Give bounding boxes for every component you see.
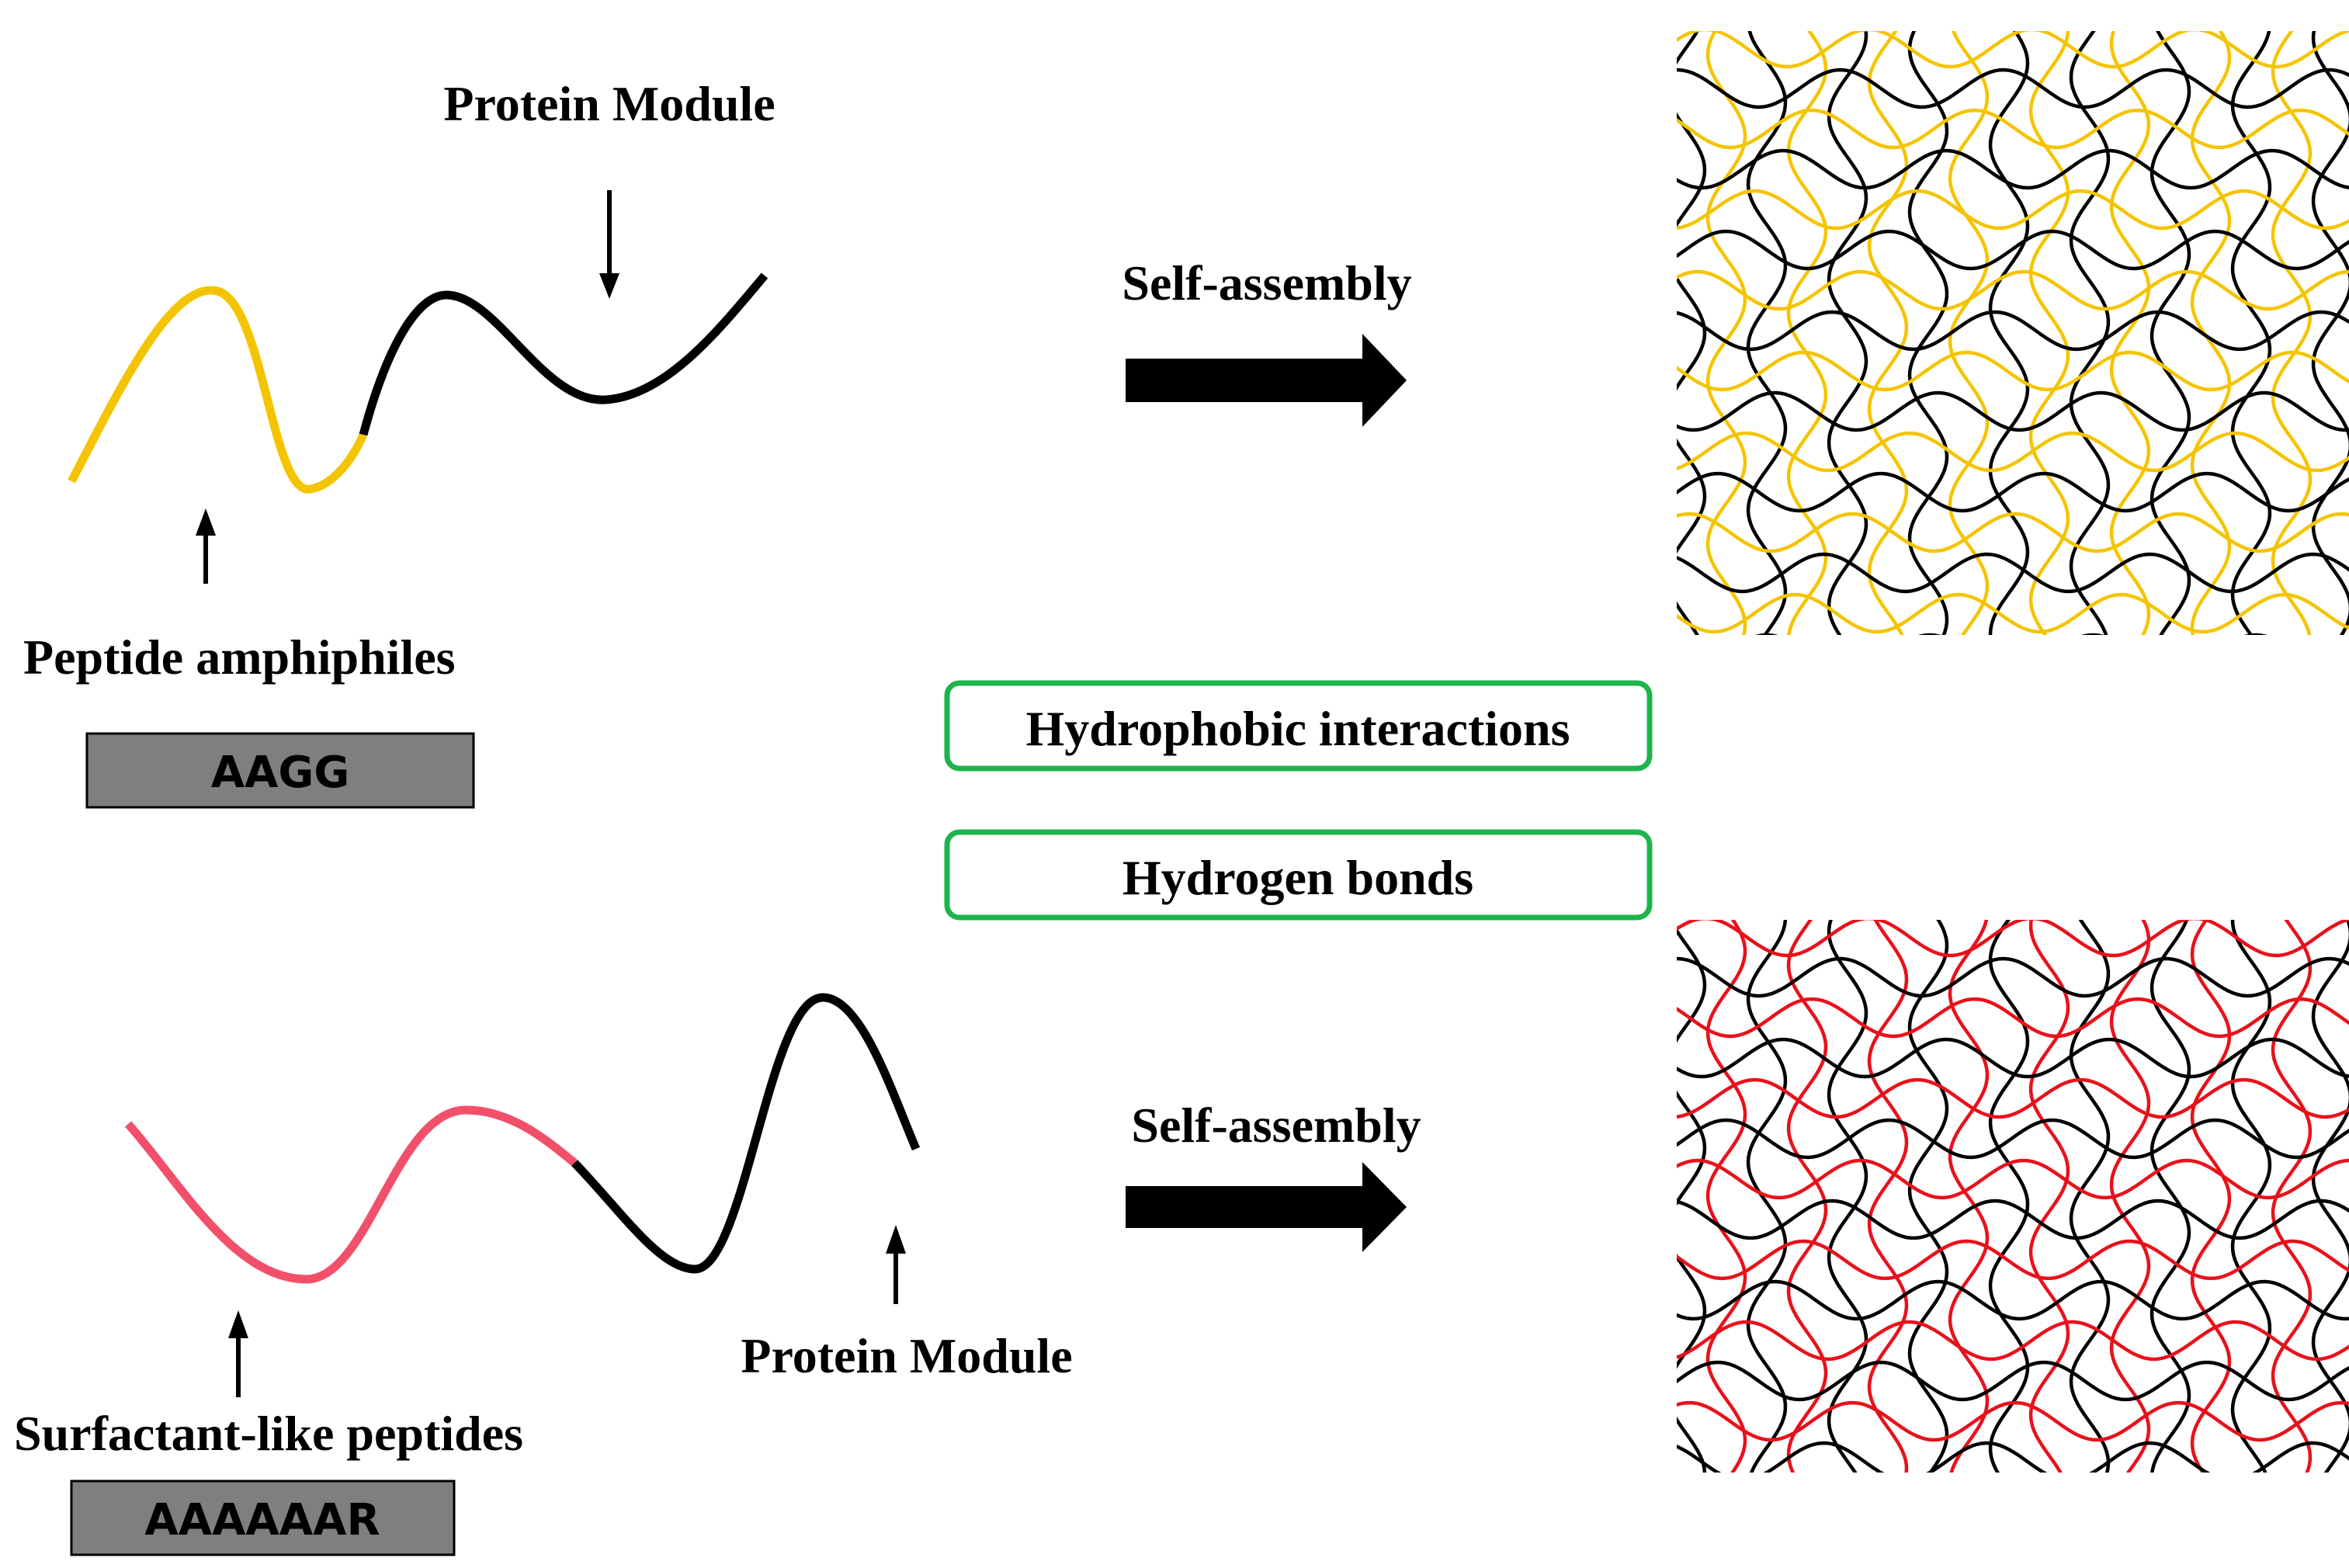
bottom-network-vertical-strand xyxy=(2109,920,2151,1473)
top-network-vertical-strand xyxy=(2230,31,2272,635)
bottom-assembly-arrow xyxy=(1126,1162,1407,1252)
bottom-module-segment xyxy=(571,993,921,1274)
hydrogen-bonds-text: Hydrogen bonds xyxy=(1122,850,1473,905)
bottom-network-vertical-strand xyxy=(2230,920,2272,1473)
bottom-network-horizontal-strand xyxy=(1646,878,2349,915)
top-strand xyxy=(68,272,769,494)
top-network-vertical-strand xyxy=(2311,31,2349,635)
top-network-horizontal-strand xyxy=(1677,148,2349,190)
top-network-horizontal-strand xyxy=(1677,552,2349,594)
top-peptide-label: Peptide amphiphiles xyxy=(23,630,456,685)
bottom-module-label: Protein Module xyxy=(741,1328,1072,1383)
top-network-vertical-strand xyxy=(1705,31,1747,635)
top-network-vertical-strand xyxy=(1867,31,1909,635)
bottom-sequence-box xyxy=(70,1480,456,1556)
bottom-network-vertical-strand xyxy=(1627,897,1664,1493)
bottom-network-horizontal-strand xyxy=(1677,1158,2349,1200)
bottom-network-vertical-strand xyxy=(2190,920,2232,1473)
top-hydrogel-network xyxy=(1627,0,2349,655)
top-network-horizontal-strand xyxy=(1677,229,2349,271)
top-network-vertical-strand xyxy=(1988,31,2030,635)
bottom-sequence-text: AAAAAAR xyxy=(144,1495,380,1545)
bottom-network-horizontal-strand xyxy=(1677,1441,2349,1473)
bottom-strand xyxy=(124,993,921,1284)
top-network-vertical-strand xyxy=(1627,8,1664,655)
bottom-network-horizontal-strand xyxy=(1677,1239,2349,1281)
top-network-vertical-strand xyxy=(2190,31,2232,635)
bottom-network-horizontal-strand xyxy=(1677,1077,2349,1119)
bottom-network-horizontal-strand xyxy=(1677,1320,2349,1362)
top-network-vertical-strand xyxy=(1677,31,1707,635)
bottom-network-horizontal-strand xyxy=(1677,1400,2349,1442)
top-sequence-text: AAGG xyxy=(211,748,350,798)
top-network-horizontal-strand xyxy=(1677,512,2349,553)
top-network-vertical-strand xyxy=(2149,31,2191,635)
top-network-horizontal-strand xyxy=(1677,431,2349,473)
top-module-segment xyxy=(359,272,769,436)
top-peptide-pointer-arrow xyxy=(196,508,216,584)
top-network-vertical-strand xyxy=(1827,31,1868,635)
bottom-network-horizontal-strand xyxy=(1677,1360,2349,1402)
top-assembly-arrow xyxy=(1126,334,1407,427)
top-network-vertical-strand xyxy=(1907,31,1949,635)
bottom-network-horizontal-strand xyxy=(1677,920,2349,958)
bottom-network-horizontal-strand xyxy=(1677,956,2349,998)
top-network-horizontal-strand xyxy=(1677,189,2349,231)
bottom-network-horizontal-strand xyxy=(1677,1279,2349,1321)
bottom-network-vertical-strand xyxy=(1867,920,1909,1473)
top-module-label: Protein Module xyxy=(443,76,775,131)
bottom-network-vertical-strand xyxy=(2271,920,2313,1473)
top-network-horizontal-strand xyxy=(1677,350,2349,392)
top-network-horizontal-strand xyxy=(1677,310,2349,352)
bottom-network-horizontal-strand xyxy=(1677,997,2349,1039)
bottom-network-vertical-strand xyxy=(2311,920,2349,1473)
top-module-pointer-arrow xyxy=(599,190,619,299)
bottom-network-vertical-strand xyxy=(2028,920,2070,1473)
top-network-vertical-strand xyxy=(2028,31,2070,635)
bottom-module-pointer-arrow xyxy=(886,1225,906,1304)
top-network-horizontal-strand xyxy=(1646,0,2349,26)
hydrophobic-interactions-box xyxy=(944,680,1653,772)
top-network-horizontal-strand xyxy=(1677,592,2349,634)
bottom-assembly-label: Self-assembly xyxy=(1131,1098,1421,1153)
bottom-peptide-pointer-arrow xyxy=(228,1310,248,1397)
hydrophobic-interactions-text: Hydrophobic interactions xyxy=(1025,701,1570,756)
top-sequence-box xyxy=(85,732,475,809)
bottom-network-vertical-strand xyxy=(2149,920,2191,1473)
bottom-network-vertical-strand xyxy=(1827,920,1868,1473)
top-network-horizontal-strand xyxy=(1677,31,2349,69)
bottom-network-vertical-strand xyxy=(1677,927,1707,1473)
bottom-peptide-segment xyxy=(124,1105,578,1284)
top-assembly-label: Self-assembly xyxy=(1122,255,1411,310)
top-peptide-segment xyxy=(68,286,368,494)
bottom-hydrogel-network xyxy=(1627,878,2349,1493)
top-network-horizontal-strand xyxy=(1677,390,2349,432)
bottom-peptide-label: Surfactant-like peptides xyxy=(14,1406,523,1461)
bottom-network-vertical-strand xyxy=(2069,920,2111,1473)
bottom-network-horizontal-strand xyxy=(1677,1037,2349,1079)
top-network-vertical-strand xyxy=(1746,31,1788,635)
bottom-network-horizontal-strand xyxy=(1677,1118,2349,1160)
bottom-network-horizontal-strand xyxy=(1677,1199,2349,1240)
bottom-network-vertical-strand xyxy=(1988,920,2030,1473)
top-network-horizontal-strand xyxy=(1677,108,2349,150)
hydrogen-bonds-box xyxy=(944,829,1653,921)
top-network-horizontal-strand xyxy=(1677,68,2349,109)
top-network-horizontal-strand xyxy=(1677,471,2349,513)
top-network-horizontal-strand xyxy=(1677,269,2349,311)
bottom-network-vertical-strand xyxy=(1705,920,1747,1473)
top-network-horizontal-strand xyxy=(1755,633,2267,635)
